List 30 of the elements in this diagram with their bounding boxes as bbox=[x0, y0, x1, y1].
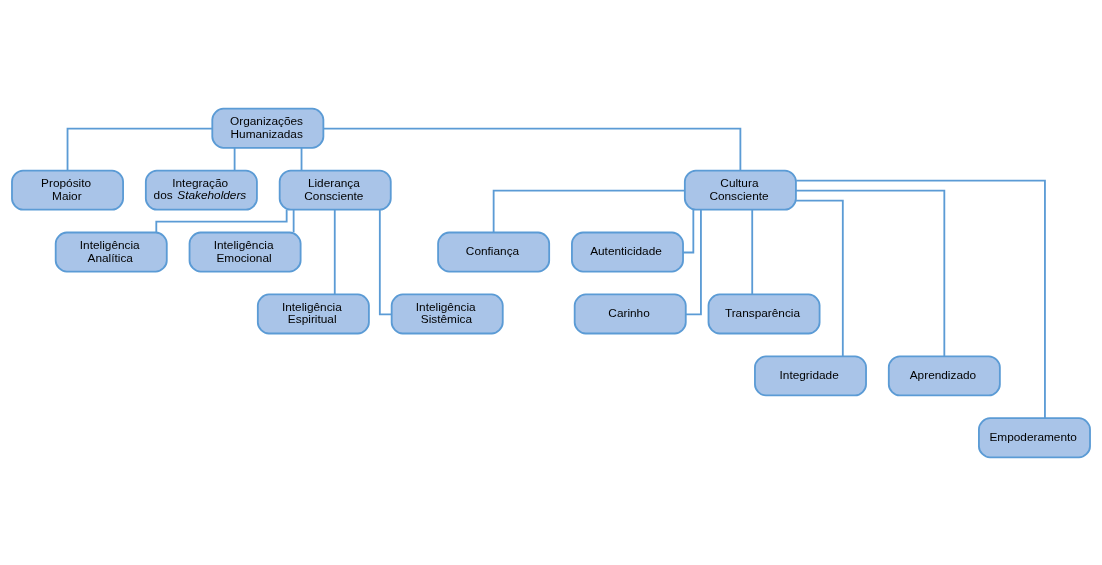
connector bbox=[155, 208, 288, 233]
node-box: Integridade bbox=[754, 354, 867, 396]
node-box: Inteligência Espiritual bbox=[256, 292, 370, 334]
connector bbox=[751, 208, 754, 295]
node-box: Aprendizado bbox=[887, 354, 1001, 396]
node-box: Carinho bbox=[573, 292, 687, 334]
connector bbox=[66, 127, 213, 171]
node-box: Inteligência Emocional bbox=[188, 231, 302, 273]
node-box: Inteligência Sistêmica bbox=[390, 292, 504, 334]
connector bbox=[333, 208, 336, 295]
node-box: Integração dos Stakeholders bbox=[144, 169, 258, 211]
node-box: Organizações Humanizadas bbox=[211, 107, 325, 149]
node-box: Transparência bbox=[707, 292, 821, 334]
connector bbox=[233, 146, 236, 171]
node-box: Inteligência Analítica bbox=[54, 231, 168, 273]
connector bbox=[492, 189, 686, 233]
node-box: Autenticidade bbox=[571, 231, 684, 273]
connector bbox=[795, 179, 1046, 419]
connector bbox=[795, 189, 946, 357]
connector bbox=[322, 127, 742, 171]
node-box: Cultura Consciente bbox=[683, 169, 797, 211]
node-box: Confiança bbox=[437, 231, 551, 273]
connector bbox=[292, 208, 295, 233]
connector bbox=[795, 199, 844, 357]
connector bbox=[300, 146, 303, 171]
connector bbox=[682, 208, 695, 253]
node-box: Liderança Consciente bbox=[278, 169, 392, 211]
node-box: Empoderamento bbox=[978, 416, 1091, 458]
connector bbox=[378, 208, 393, 315]
node-box: Propósito Maior bbox=[11, 169, 124, 211]
